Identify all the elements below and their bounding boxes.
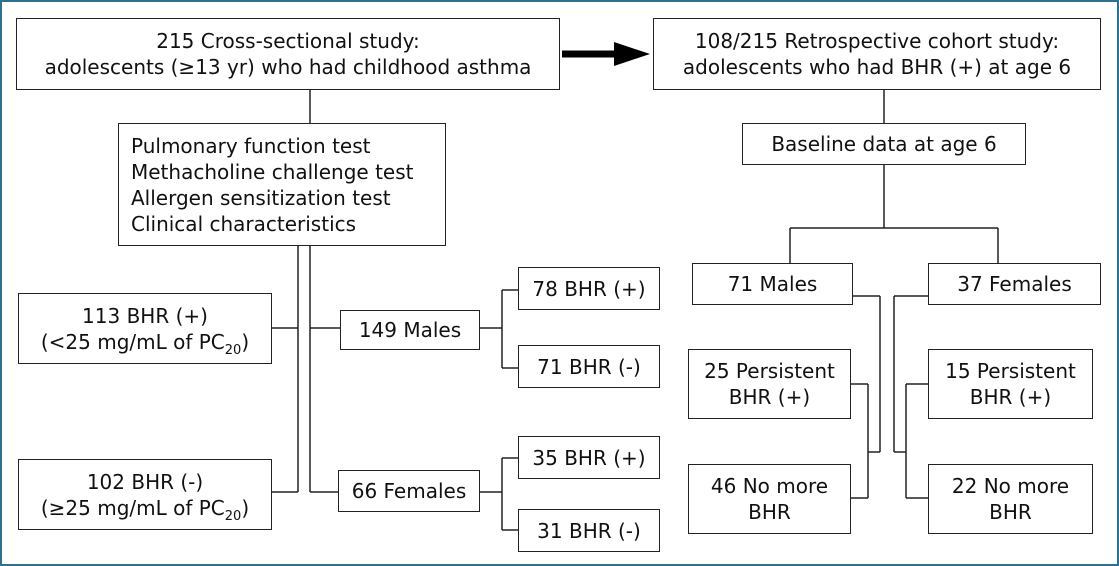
test-item: Clinical characteristics xyxy=(131,211,357,236)
bhr-negative-box: 102 BHR (-) (≥25 mg/mL of PC20) xyxy=(18,459,272,530)
males-persistent-line2: BHR (+) xyxy=(728,385,811,409)
males-cohort-label: 71 Males xyxy=(727,272,818,296)
males-no-more-line1: 46 No more xyxy=(710,474,829,498)
females-bhr-negative-label: 31 BHR (-) xyxy=(537,518,641,543)
cross-sectional-study-box: 215 Cross-sectional study: adolescents (… xyxy=(16,18,560,90)
males-bhr-positive-box: 78 BHR (+) xyxy=(518,267,660,310)
cross-sectional-line2: adolescents (≥13 yr) who had childhood a… xyxy=(44,55,532,79)
males-no-more-box: 46 No more BHR xyxy=(688,464,851,534)
bhr-positive-line1: 113 BHR (+) xyxy=(82,303,208,328)
bhr-negative-line1: 102 BHR (-) xyxy=(86,469,204,494)
females-no-more-line2: BHR xyxy=(989,500,1032,524)
test-item: Methacholine challenge test xyxy=(131,159,414,184)
cohort-line1: 108/215 Retrospective cohort study: xyxy=(694,29,1060,53)
females-cs-box: 66 Females xyxy=(338,470,480,512)
females-persistent-box: 15 Persistent BHR (+) xyxy=(928,349,1093,419)
males-bhr-positive-label: 78 BHR (+) xyxy=(532,276,646,301)
males-bhr-negative-box: 71 BHR (-) xyxy=(518,345,660,388)
males-persistent-line1: 25 Persistent xyxy=(704,359,835,383)
females-bhr-negative-box: 31 BHR (-) xyxy=(518,509,660,552)
males-persistent-box: 25 Persistent BHR (+) xyxy=(688,349,851,419)
females-persistent-line1: 15 Persistent xyxy=(945,359,1076,383)
cohort-study-box: 108/215 Retrospective cohort study: adol… xyxy=(653,18,1101,90)
cross-sectional-line1: 215 Cross-sectional study: xyxy=(156,29,420,53)
arrow-cs-to-cohort xyxy=(562,42,650,66)
tests-box: Pulmonary function test Methacholine cha… xyxy=(118,123,446,246)
males-bhr-negative-label: 71 BHR (-) xyxy=(537,354,641,379)
baseline-label: Baseline data at age 6 xyxy=(771,132,997,156)
bhr-positive-line2: (<25 mg/mL of PC20) xyxy=(40,329,250,358)
cohort-line2: adolescents who had BHR (+) at age 6 xyxy=(682,55,1072,79)
baseline-box: Baseline data at age 6 xyxy=(742,123,1026,165)
bhr-positive-box: 113 BHR (+) (<25 mg/mL of PC20) xyxy=(18,293,272,364)
males-cohort-box: 71 Males xyxy=(692,263,853,305)
males-cs-label: 149 Males xyxy=(358,318,462,342)
females-cohort-box: 37 Females xyxy=(928,263,1101,305)
males-no-more-line2: BHR xyxy=(748,500,791,524)
test-item: Pulmonary function test xyxy=(131,133,371,158)
females-no-more-line1: 22 No more xyxy=(951,474,1070,498)
females-persistent-line2: BHR (+) xyxy=(969,385,1052,409)
females-bhr-positive-label: 35 BHR (+) xyxy=(532,445,646,470)
females-bhr-positive-box: 35 BHR (+) xyxy=(518,436,660,479)
males-cs-box: 149 Males xyxy=(340,310,480,350)
females-cohort-label: 37 Females xyxy=(957,272,1072,296)
females-cs-label: 66 Females xyxy=(351,479,467,503)
test-item: Allergen sensitization test xyxy=(131,185,391,210)
females-no-more-box: 22 No more BHR xyxy=(928,464,1093,534)
bhr-negative-line2: (≥25 mg/mL of PC20) xyxy=(40,495,250,524)
